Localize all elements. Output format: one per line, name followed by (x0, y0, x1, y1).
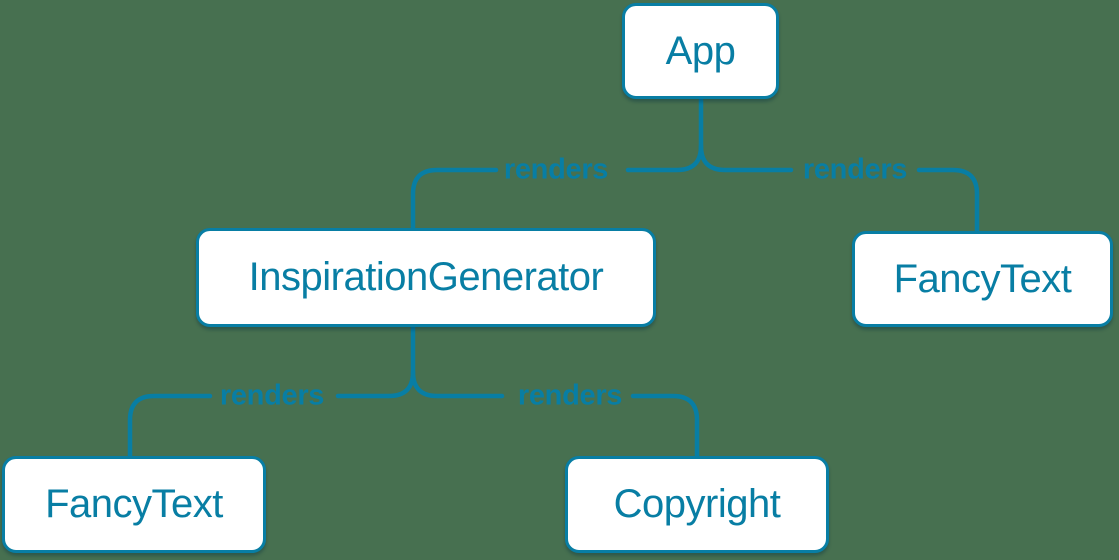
node-fancy-text-top: FancyText (852, 231, 1113, 327)
node-copyright: Copyright (565, 456, 829, 553)
edge-app-fancytext (698, 143, 980, 235)
node-inspiration-generator-label: InspirationGenerator (248, 255, 604, 299)
node-fancy-text-top-label: FancyText (893, 256, 1072, 301)
edge-label-renders-4: renders (517, 379, 623, 412)
node-fancy-text-bottom-label: FancyText (45, 482, 223, 526)
edge-label-renders-3: renders (219, 379, 325, 412)
node-app-label: App (665, 28, 736, 73)
edge-label-renders-1: renders (503, 153, 609, 186)
edge-inspirationgenerator-copyright (410, 369, 700, 460)
edge-label-renders-2: renders (802, 153, 908, 186)
node-copyright-label: Copyright (613, 482, 781, 526)
node-app: App (622, 3, 779, 99)
node-inspiration-generator: InspirationGenerator (196, 228, 656, 327)
node-fancy-text-bottom: FancyText (2, 456, 266, 553)
